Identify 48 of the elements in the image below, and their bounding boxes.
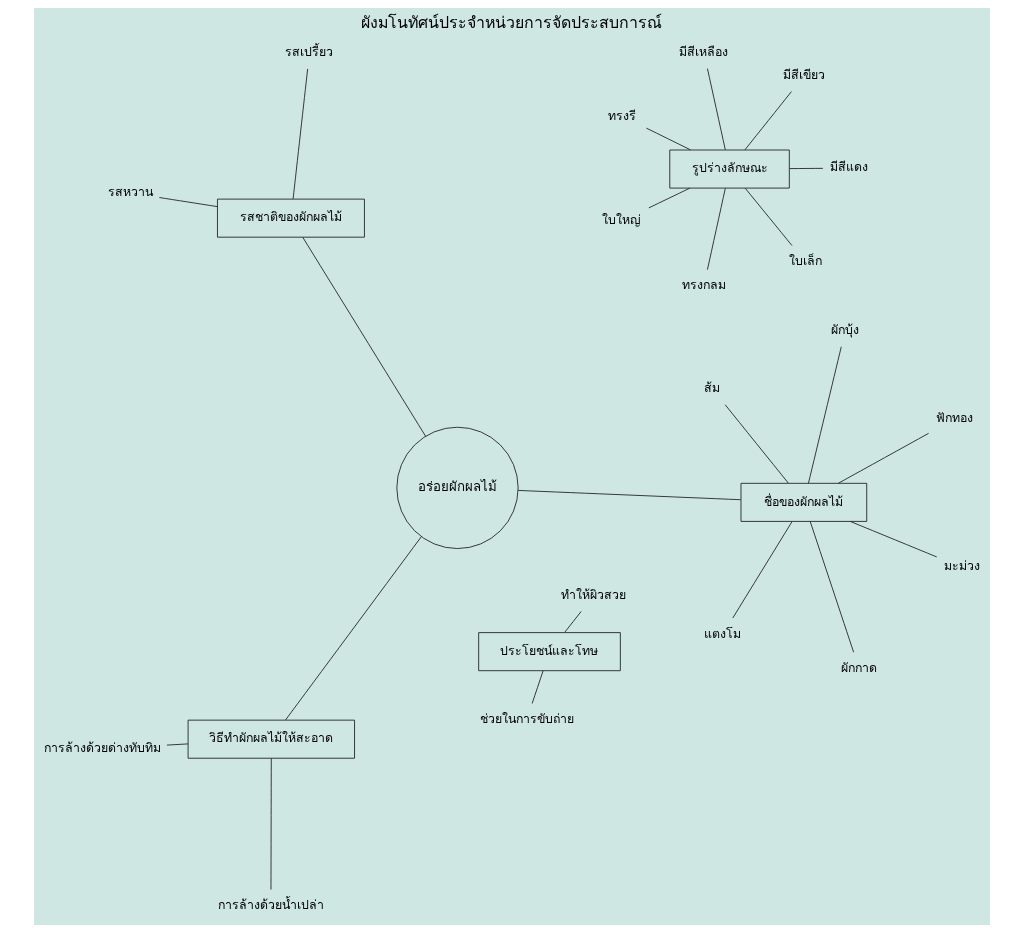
connector [292,68,309,200]
connector [564,610,582,633]
node-text: การล้างด้วยด่างทับทิม [43,740,161,756]
node-text: ใบเล็ก [788,252,822,268]
connector [789,167,824,170]
diagram-title: ผังมโนทัศน์ประจำหน่วยการจัดประสบการณ์ [361,12,663,32]
node-text: แตงโม [704,625,742,641]
node-box: ชื่อของผักผลไม้ [740,482,868,522]
connector [270,757,272,890]
node-text: ผักกาด [841,659,878,675]
connector [732,521,793,619]
connector [517,489,742,501]
connector [744,91,792,151]
node-text: มีสีเหลือง [679,43,729,59]
connector [744,187,793,246]
connector [707,68,726,151]
connector [158,197,218,208]
node-text: ส้ม [704,379,721,395]
node-text: ทำให้ผิวสวย [561,586,627,602]
node-text: รสเปรี้ยว [285,44,334,59]
node-text: ผักบุ้ง [831,321,860,337]
connector [166,743,189,746]
connector [849,521,938,558]
connector [645,127,691,151]
node-box: รสชาติของผักผลไม้ [217,198,365,238]
node-text: มะม่วง [943,558,980,574]
connector [707,187,726,271]
node-text: ทรงรี [608,107,637,123]
node-text: มีสีแดง [830,159,869,175]
node-box: รูปร่างลักษณะ [669,149,790,189]
node-text: ฟักทอง [936,410,974,426]
connector [837,432,930,484]
connector [809,521,855,653]
node-box: ประโยชน์และโทษ [478,632,621,672]
connector [724,404,789,484]
connector [302,236,426,437]
connector [531,670,544,704]
node-text: การล้างด้วยน้ำเปล่า [217,896,324,912]
connector [285,536,422,721]
node-box: วิธีทำผักผลไม้ให้สะอาด [187,719,355,759]
node-text: รสหวาน [107,184,153,200]
connector [648,187,691,209]
node-text: ทรงกลม [681,276,726,292]
node-circle: อร่อยผักผลไม้ [396,426,519,549]
node-text: ใบใหญ่ [602,212,642,228]
connector [808,346,842,484]
node-text: มีสีเขียว [783,66,826,82]
node-text: ช่วยในการขับถ่าย [479,710,574,726]
